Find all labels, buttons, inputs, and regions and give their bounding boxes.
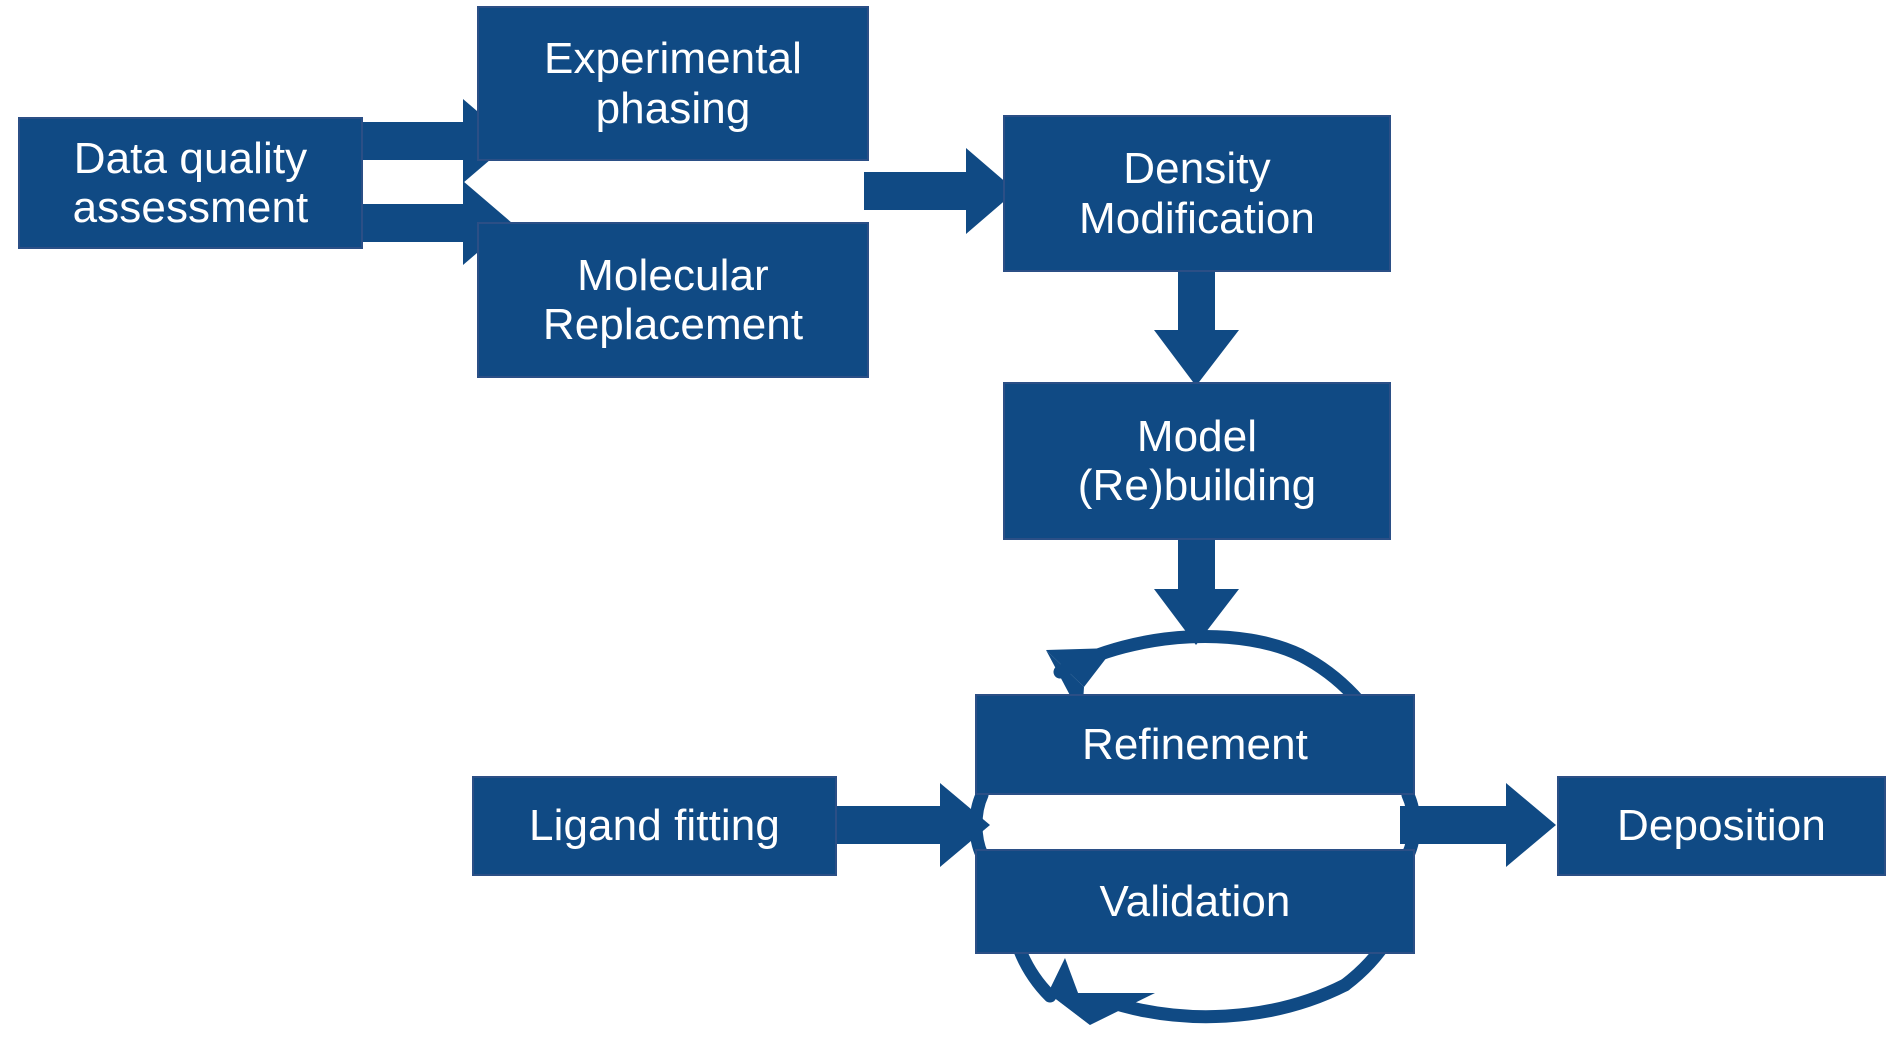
- arrow-dq-to-molecular-replacement: [360, 181, 512, 265]
- arrow-cycle-to-deposition: [1400, 783, 1556, 867]
- node-deposition[interactable]: Deposition: [1557, 776, 1886, 876]
- node-model-rebuilding[interactable]: Model (Re)building: [1003, 382, 1391, 540]
- node-experimental-phasing[interactable]: Experimental phasing: [477, 6, 869, 161]
- arrow-model-rebuilding-to-refinement: [1154, 536, 1239, 645]
- arrow-ligand-fitting-to-refinement-cycle: [836, 783, 990, 867]
- node-validation[interactable]: Validation: [975, 849, 1415, 954]
- node-data-quality-assessment[interactable]: Data quality assessment: [18, 117, 363, 249]
- node-refinement[interactable]: Refinement: [975, 694, 1415, 795]
- arrow-density-modification-to-model-rebuilding: [1154, 268, 1239, 386]
- arrow-phasing-to-density-modification: [864, 148, 1016, 234]
- arrow-dq-to-experimental-phasing: [360, 99, 512, 183]
- node-molecular-replacement[interactable]: Molecular Replacement: [477, 222, 869, 378]
- node-ligand-fitting[interactable]: Ligand fitting: [472, 776, 837, 876]
- node-density-modification[interactable]: Density Modification: [1003, 115, 1391, 272]
